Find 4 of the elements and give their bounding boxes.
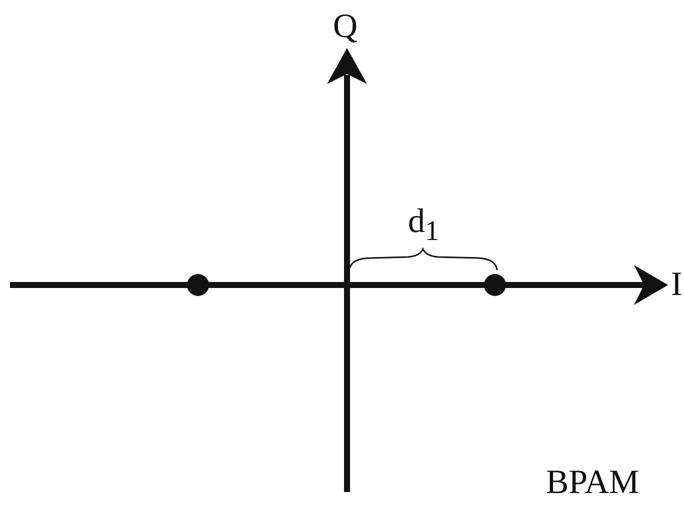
modulation-label: BPAM (546, 466, 640, 500)
distance-label: d$_{1}$ (408, 205, 440, 246)
axis-label: Q (333, 10, 358, 44)
axis-label: I (671, 268, 682, 302)
